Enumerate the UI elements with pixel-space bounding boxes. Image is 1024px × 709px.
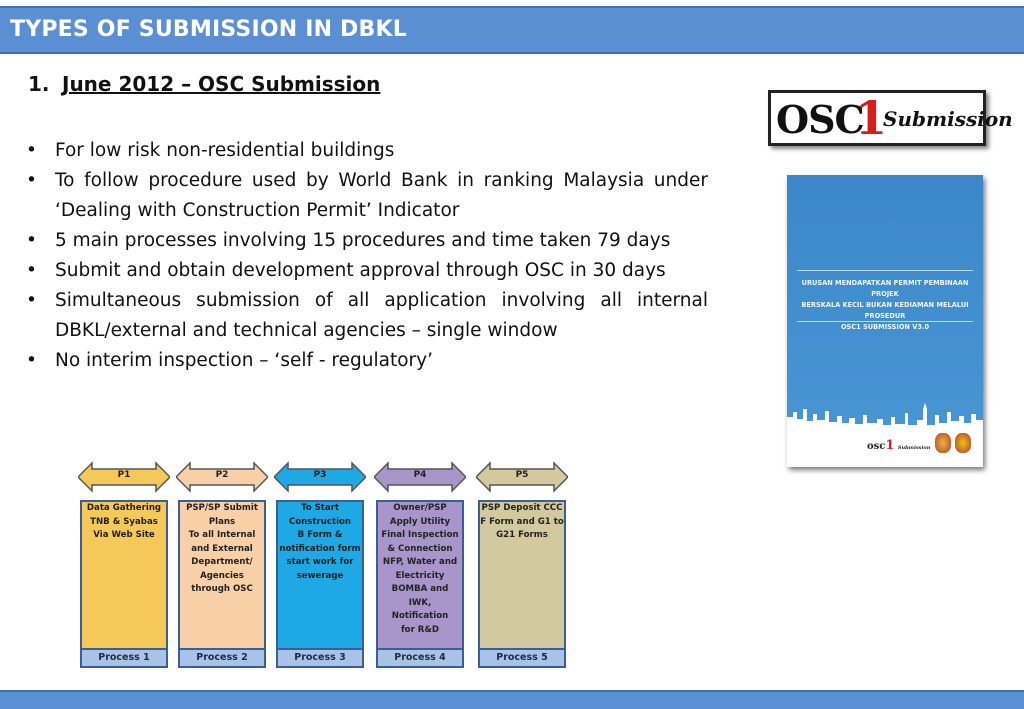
step-label: P1 [117, 470, 131, 480]
process-step: P2 PSP/SP Submit Plans To all Internal a… [176, 460, 268, 672]
cover-title: URUSAN MENDAPATKAN PERMIT PEMBINAAN PROJ… [801, 279, 969, 331]
double-arrow-icon [476, 461, 568, 493]
step-label: P5 [515, 470, 529, 480]
process-step: P4 Owner/PSP Apply Utility Final Inspect… [374, 460, 466, 672]
bullet-icon: • [26, 350, 37, 371]
bullet-text: To follow procedure used by World Bank i… [55, 170, 708, 221]
bullet-icon: • [26, 290, 37, 311]
process-step: P3 To Start Construction B Form & notifi… [274, 460, 366, 672]
step-label: P4 [413, 470, 427, 480]
bullet-item: • 5 main processes involving 15 procedure… [26, 226, 708, 256]
cover-logo-one: 1 [885, 438, 895, 453]
process-footer: Process 4 [376, 648, 464, 668]
process-description: Owner/PSP Apply Utility Final Inspection… [381, 503, 459, 635]
header-bar: TYPES OF SUBMISSION IN DBKL [0, 6, 1024, 54]
slide-title: TYPES OF SUBMISSION IN DBKL [10, 17, 407, 42]
step-label: P2 [215, 470, 229, 480]
process-box [178, 500, 266, 648]
city-skyline-icon [787, 403, 983, 429]
process-description: PSP Deposit CCC F Form and G1 to G21 For… [480, 503, 564, 540]
process-step: P5 PSP Deposit CCC F Form and G1 to G21 … [476, 460, 568, 672]
double-arrow-icon [78, 461, 170, 493]
step-label: P3 [313, 470, 327, 480]
process-description: To Start Construction B Form & notificat… [279, 503, 361, 581]
crest-icon [955, 433, 971, 453]
process-box [276, 500, 364, 648]
cover-logo-sub: Submission [897, 445, 931, 451]
bullet-item: • No interim inspection – ‘self - regulat… [26, 346, 708, 376]
bullet-icon: • [26, 140, 37, 161]
double-arrow-icon [274, 461, 366, 493]
logo-one-text: 1 [855, 91, 888, 145]
process-box [478, 500, 566, 648]
bullet-text: No interim inspection – ‘self - regulato… [55, 350, 433, 371]
booklet-cover-image: URUSAN MENDAPATKAN PERMIT PEMBINAAN PROJ… [787, 175, 983, 467]
bullet-text: Simultaneous submission of all applicati… [55, 290, 708, 341]
bullet-icon: • [26, 170, 37, 191]
process-box [80, 500, 168, 648]
process-footer: Process 1 [80, 648, 168, 668]
footer-bar [0, 690, 1024, 709]
cover-osc-logo: osc1 Submission [867, 438, 930, 453]
process-footer: Process 3 [276, 648, 364, 668]
bullet-text: For low risk non-residential buildings [55, 140, 395, 161]
bullet-item: • Submit and obtain development approval … [26, 256, 708, 286]
section-title: June 2012 – OSC Submission [62, 72, 381, 96]
process-footer: Process 2 [178, 648, 266, 668]
process-footer: Process 5 [478, 648, 566, 668]
process-step: P1 Data Gathering TNB & Syabas Via Web S… [78, 460, 170, 672]
process-diagram: P1 Data Gathering TNB & Syabas Via Web S… [78, 460, 572, 672]
logo-submission-text: Submission [883, 107, 1013, 131]
cover-logo-osc: osc [867, 441, 886, 452]
process-description: PSP/SP Submit Plans To all Internal and … [186, 503, 258, 594]
bullet-item: • For low risk non-residential buildings [26, 136, 708, 166]
bullet-text: Submit and obtain development approval t… [55, 260, 666, 281]
process-box [376, 500, 464, 648]
process-description: Data Gathering TNB & Syabas Via Web Site [86, 503, 162, 540]
emblem-icon [935, 433, 951, 453]
cover-rule-bottom [797, 321, 973, 322]
double-arrow-icon [176, 461, 268, 493]
bullet-item: • To follow procedure used by World Bank … [26, 166, 708, 226]
logo-osc-text: OSC [776, 97, 865, 142]
bullet-text: 5 main processes involving 15 procedures… [55, 230, 671, 251]
osc1-submission-logo: OSC 1 Submission [768, 90, 1013, 146]
bullet-icon: • [26, 230, 37, 251]
bullet-list: •For low risk non-residential buildings … [26, 136, 708, 376]
double-arrow-icon [374, 461, 466, 493]
bullet-item: • Simultaneous submission of all applicat… [26, 286, 708, 346]
cover-rule-top [797, 270, 973, 271]
section-heading: 1. June 2012 – OSC Submission [28, 72, 380, 96]
section-number: 1. [28, 72, 50, 96]
bullet-icon: • [26, 260, 37, 281]
